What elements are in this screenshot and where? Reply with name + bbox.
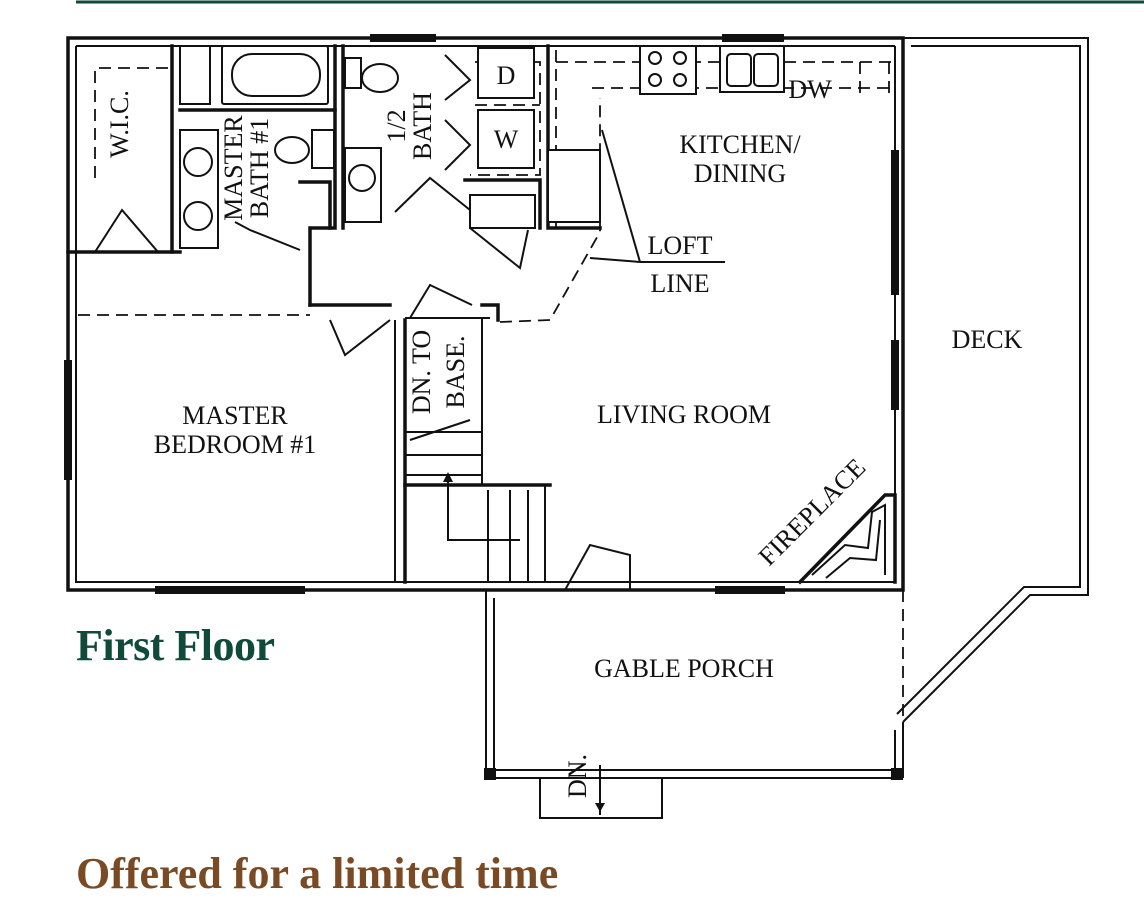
deck-label: DECK: [952, 325, 1023, 354]
fixtures: [179, 45, 785, 249]
living-room-label: LIVING ROOM: [597, 400, 771, 429]
interior-walls: [66, 44, 602, 584]
loft-line-label-1: LOFT: [648, 231, 713, 260]
windows: [64, 34, 899, 594]
page-title: First Floor: [76, 621, 275, 670]
loft-line-leader: [589, 129, 725, 263]
stair-label-2: BASE.: [441, 336, 470, 409]
dryer-label: D: [497, 61, 516, 90]
porch-down-label: DN.: [563, 754, 592, 798]
floor-plan: W.I.C. MASTER BATH #1 1/2 BATH D W DW KI…: [64, 0, 1144, 819]
porch-label: GABLE PORCH: [594, 654, 774, 683]
wic-label: W.I.C.: [105, 90, 134, 158]
loft-line-label-2: LINE: [650, 269, 709, 298]
half-bath-label-2: BATH: [408, 92, 437, 160]
bedroom-label-1: MASTER: [182, 401, 288, 430]
washer-label: W: [494, 125, 519, 154]
deck-outline: [894, 37, 1089, 778]
bedroom-label-2: BEDROOM #1: [154, 430, 317, 459]
porch-outline: [484, 590, 904, 819]
promo-tagline: Offered for a limited time: [76, 849, 559, 898]
fireplace-hearth: [797, 493, 897, 585]
master-bath-label-2: BATH #1: [245, 118, 274, 218]
stair-label-1: DN. TO: [407, 330, 436, 414]
doors: [94, 54, 631, 591]
master-bath-label-1: MASTER: [219, 115, 248, 221]
kitchen-label-1: KITCHEN/: [679, 130, 801, 159]
half-bath-label-1: 1/2: [382, 109, 411, 142]
dishwasher-label: DW: [788, 75, 832, 104]
fireplace-label: FIREPLACE: [753, 453, 872, 572]
kitchen-label-2: DINING: [694, 159, 786, 188]
stairs: [404, 318, 546, 583]
